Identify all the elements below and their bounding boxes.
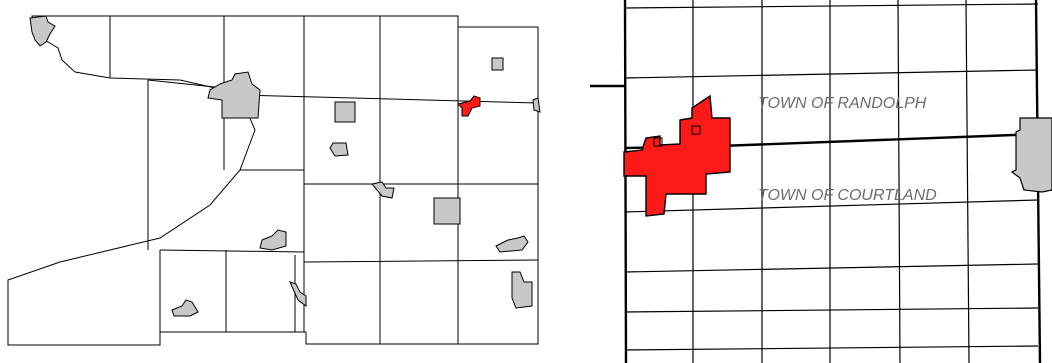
township-lines: [109, 16, 459, 344]
municipality: [532, 97, 541, 113]
highlighted-place-detail: [623, 94, 731, 217]
municipality-detail: [1010, 117, 1052, 193]
town-label-south: TOWN OF COURTLAND: [758, 187, 937, 204]
detail-map-svg: TOWN OF RANDOLPH TOWN OF COURTLAND: [590, 0, 1052, 363]
municipality: [259, 229, 287, 251]
highlighted-place: [457, 95, 481, 117]
county-map: [7, 15, 541, 346]
municipality: [171, 299, 199, 317]
municipality: [289, 281, 307, 307]
highlighted-place-parcel: [653, 125, 701, 147]
detail-map: TOWN OF RANDOLPH TOWN OF COURTLAND: [580, 0, 1052, 363]
municipality: [334, 101, 356, 123]
township-lines-horizontal: [147, 79, 539, 263]
municipality: [29, 15, 56, 47]
municipality: [329, 142, 349, 157]
municipality: [511, 271, 533, 309]
county-outline: [7, 15, 539, 346]
municipality: [491, 57, 504, 71]
town-label-north: TOWN OF RANDOLPH: [758, 95, 927, 112]
county-map-svg: [7, 15, 541, 346]
municipality: [495, 235, 529, 253]
municipality: [371, 181, 395, 199]
municipality: [207, 71, 261, 119]
municipality: [433, 197, 461, 225]
